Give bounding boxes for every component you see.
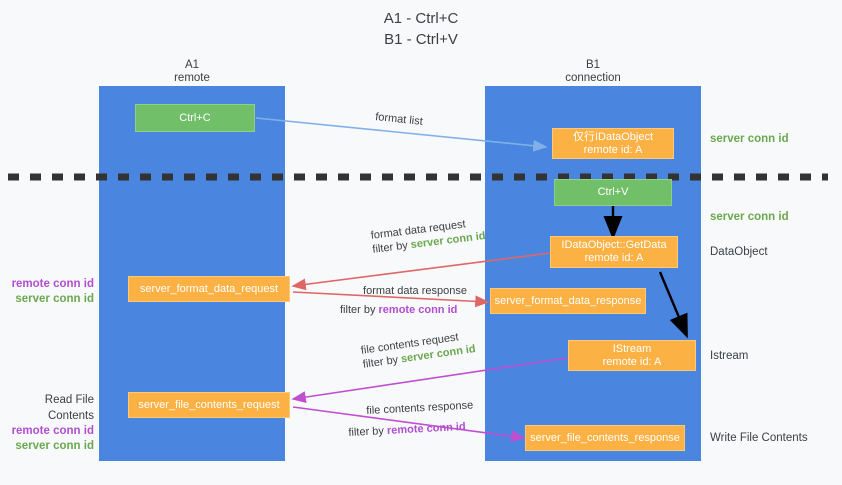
edge-label-format-data-response-line2: filter by remote conn id [340, 303, 490, 317]
edge-label-format-data-response: format data response filter by remote co… [340, 284, 490, 317]
left-label-remote-conn-id: remote conn id [11, 278, 94, 290]
node-istream[interactable]: IStream remote id: A [568, 340, 696, 371]
node-idataobject-getdata[interactable]: IDataObject::GetData remote id: A [550, 236, 678, 268]
filter-by-prefix: filter by [362, 353, 402, 371]
edge-label-file-contents-request: file contents request filter by server c… [360, 328, 477, 372]
edge-label-format-data-response-line1: format data response [363, 285, 467, 297]
read-file-contents-heading: Read File Contents [44, 394, 94, 422]
edge-label-format-list-text: format list [374, 110, 424, 128]
left-label-server-conn-id: server conn id [15, 440, 94, 452]
right-label-server-conn-id-mid: server conn id [710, 211, 789, 223]
left-label-read-file-contents: Read File Contents remote conn id server… [2, 392, 94, 454]
left-label-remote-conn-id: remote conn id [11, 425, 94, 437]
column-header-b1: B1 connection [565, 59, 621, 84]
edge-label-file-contents-response: file contents response filter by remote … [347, 397, 494, 440]
filter-by-prefix: filter by [371, 239, 412, 256]
right-label-server-conn-id-top: server conn id [710, 133, 789, 145]
edge-label-format-data-request: format data request filter by server con… [370, 215, 486, 257]
edge-label-file-contents-response-line2: filter by remote conn id [348, 418, 494, 440]
edge-label-format-list: format list [375, 110, 424, 129]
node-server-file-contents-request[interactable]: server_file_contents_request [128, 392, 290, 418]
node-ctrl-v[interactable]: Ctrl+V [554, 179, 672, 206]
filter-by-prefix: filter by [348, 424, 388, 439]
node-idataobject-in[interactable]: 仅行IDataObject remote id: A [552, 128, 674, 159]
remote-conn-id-highlight: remote conn id [378, 304, 458, 316]
right-label-istream: Istream [710, 350, 749, 362]
right-label-dataobject: DataObject [710, 246, 768, 258]
node-server-file-contents-response[interactable]: server_file_contents_response [525, 425, 685, 451]
edge-label-file-contents-response-line1: file contents response [366, 399, 474, 417]
filter-by-prefix: filter by [340, 304, 379, 316]
column-header-a1: A1 remote [174, 59, 210, 84]
node-server-format-data-request[interactable]: server_format_data_request [128, 276, 290, 302]
right-label-write-file-contents: Write File Contents [710, 432, 808, 444]
left-label-server-conn-id: server conn id [15, 293, 94, 305]
left-label-format-conn-ids: remote conn id server conn id [8, 277, 94, 307]
remote-conn-id-highlight: remote conn id [386, 420, 466, 437]
page-title: A1 - Ctrl+C B1 - Ctrl+V [383, 10, 459, 48]
node-ctrl-c[interactable]: Ctrl+C [135, 104, 255, 132]
node-server-format-data-response[interactable]: server_format_data_response [490, 288, 646, 314]
